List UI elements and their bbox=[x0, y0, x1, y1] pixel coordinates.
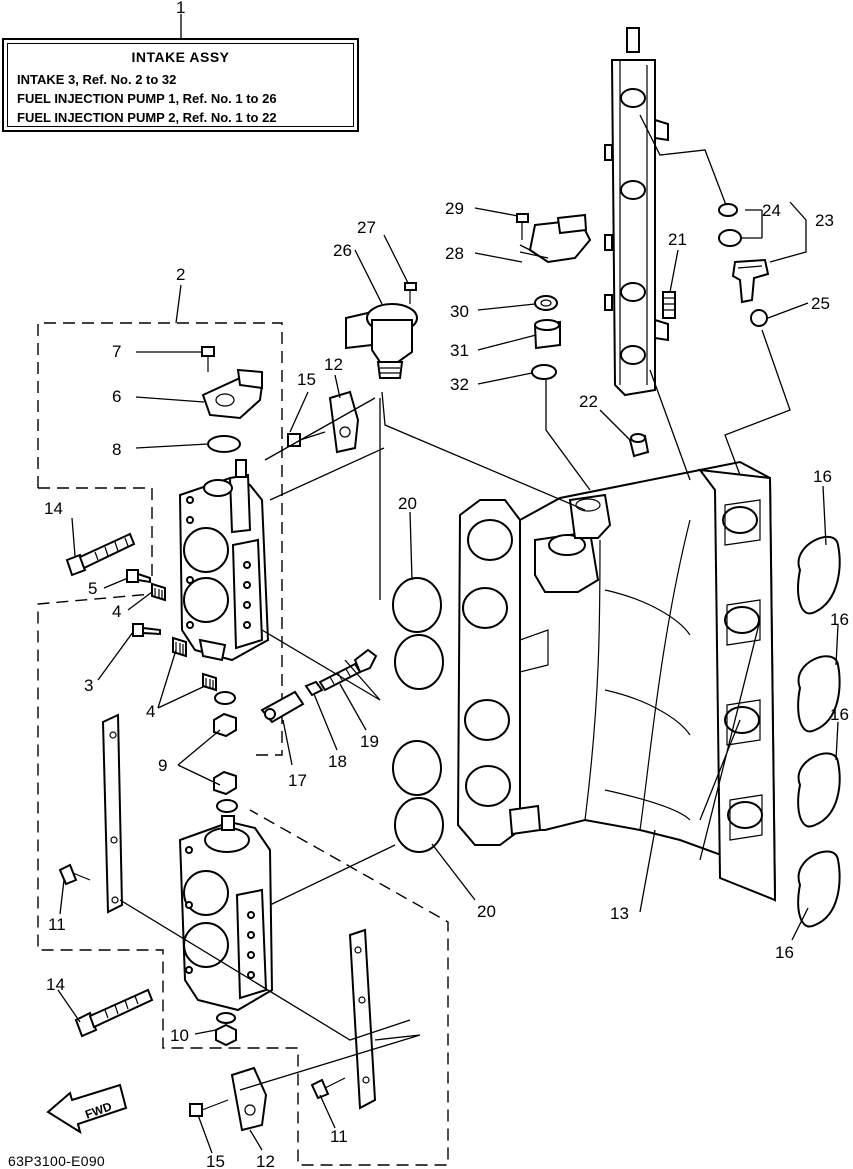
screw-11-left bbox=[58, 863, 91, 886]
callout-25: 25 bbox=[811, 294, 830, 313]
washer-nut-10 bbox=[215, 1012, 237, 1047]
joint-17 bbox=[260, 690, 305, 724]
callout-13: 13 bbox=[610, 904, 629, 923]
legend-heading: INTAKE ASSY bbox=[131, 49, 230, 65]
callout-17: 17 bbox=[288, 771, 307, 790]
screw-29 bbox=[516, 213, 529, 240]
callout-29: 29 bbox=[445, 199, 464, 218]
nut-18 bbox=[304, 680, 324, 697]
cap-22 bbox=[628, 433, 650, 458]
screw-5 bbox=[126, 569, 151, 584]
callout-20-lower: 20 bbox=[477, 902, 496, 921]
callout-26: 26 bbox=[333, 241, 352, 260]
callout-30: 30 bbox=[450, 302, 469, 321]
drawing-code: 63P3100-E090 bbox=[8, 1153, 106, 1169]
throttle-gasket-lower-pair bbox=[392, 740, 444, 853]
o-ring-32 bbox=[531, 364, 557, 380]
callout-18: 18 bbox=[328, 752, 347, 771]
callout-4-upper: 4 bbox=[112, 602, 121, 621]
callout-21: 21 bbox=[668, 230, 687, 249]
callout-1: 1 bbox=[176, 0, 185, 17]
callout-10: 10 bbox=[170, 1026, 189, 1045]
callout-12-upper: 12 bbox=[324, 355, 343, 374]
sensor-28 bbox=[519, 213, 592, 264]
fuel-injector bbox=[718, 203, 770, 327]
callout-22: 22 bbox=[579, 392, 598, 411]
plate-11-left bbox=[101, 713, 124, 914]
callout-labels: 1 2 7 6 8 14 5 4 3 4 9 10 11 11 14 15 12… bbox=[44, 0, 849, 1169]
spring-4-upper bbox=[151, 582, 166, 602]
callout-14-upper: 14 bbox=[44, 499, 63, 518]
callout-8: 8 bbox=[112, 440, 121, 459]
screw-7 bbox=[201, 346, 215, 372]
throttle-body-lower bbox=[178, 815, 274, 1012]
spring-4-b bbox=[202, 672, 217, 692]
callout-19: 19 bbox=[360, 732, 379, 751]
o-ring-8 bbox=[207, 435, 241, 453]
callout-27: 27 bbox=[357, 218, 376, 237]
bolt-14-lower bbox=[74, 988, 154, 1038]
manifold-gasket-4 bbox=[797, 850, 841, 928]
legend-line-1: INTAKE 3, Ref. No. 2 to 32 bbox=[17, 72, 177, 87]
plate-11-right bbox=[348, 928, 377, 1110]
callout-15-upper: 15 bbox=[297, 370, 316, 389]
screw-27 bbox=[404, 282, 417, 304]
callout-11-left: 11 bbox=[48, 915, 66, 934]
callout-31: 31 bbox=[450, 341, 469, 360]
callout-16-b: 16 bbox=[830, 610, 849, 629]
throttle-gasket-upper-pair bbox=[392, 577, 444, 690]
callout-16-d: 16 bbox=[775, 943, 794, 962]
sleeve-31 bbox=[533, 319, 561, 350]
callout-28: 28 bbox=[445, 244, 464, 263]
callout-16-a: 16 bbox=[813, 467, 832, 486]
callout-12-lower: 12 bbox=[256, 1152, 275, 1169]
screw-3 bbox=[132, 623, 161, 637]
throttle-sensor-6 bbox=[201, 368, 264, 420]
callout-4-lower: 4 bbox=[146, 702, 155, 721]
bolt-14-upper bbox=[65, 532, 136, 577]
manifold-gasket-2 bbox=[797, 655, 841, 733]
callout-3: 3 bbox=[84, 676, 93, 695]
bolt-15-lower bbox=[189, 1099, 229, 1117]
callout-7: 7 bbox=[112, 342, 121, 361]
screw-11-right bbox=[310, 1077, 346, 1100]
callout-2: 2 bbox=[176, 265, 185, 284]
fuel-rail bbox=[604, 27, 669, 397]
ring-30 bbox=[534, 295, 558, 311]
fwd-arrow: FWD bbox=[46, 1083, 128, 1135]
callout-24: 24 bbox=[762, 201, 781, 220]
assembly-2-dashed-outline bbox=[37, 322, 449, 1166]
legend-line-2: FUEL INJECTION PUMP 1, Ref. No. 1 to 26 bbox=[17, 91, 277, 106]
leader-lines bbox=[57, 14, 839, 1154]
intake-assy-legend-box: INTAKE ASSY INTAKE 3, Ref. No. 2 to 32 F… bbox=[2, 38, 359, 132]
callout-20-upper: 20 bbox=[398, 494, 417, 513]
callout-9: 9 bbox=[158, 756, 167, 775]
callout-23: 23 bbox=[815, 211, 834, 230]
legend-line-3: FUEL INJECTION PUMP 2, Ref. No. 1 to 22 bbox=[17, 110, 277, 125]
throttle-body-upper bbox=[178, 459, 270, 662]
bracket-12-upper bbox=[328, 390, 360, 454]
legend-inner-border bbox=[7, 43, 354, 127]
callout-14-lower: 14 bbox=[46, 975, 65, 994]
sensor-26 bbox=[345, 303, 418, 379]
callout-32: 32 bbox=[450, 375, 469, 394]
bracket-12-lower bbox=[230, 1066, 268, 1132]
callout-15-lower: 15 bbox=[206, 1152, 225, 1169]
callout-16-c: 16 bbox=[830, 705, 849, 724]
callout-11-right: 11 bbox=[330, 1127, 348, 1146]
washers-nut-9 bbox=[213, 691, 238, 813]
fuel-rail-bolt bbox=[662, 291, 676, 319]
intake-manifold bbox=[456, 460, 777, 902]
callout-5: 5 bbox=[88, 579, 97, 598]
manifold-gasket-1 bbox=[797, 535, 841, 615]
manifold-gasket-3 bbox=[797, 752, 841, 828]
callout-6: 6 bbox=[112, 387, 121, 406]
